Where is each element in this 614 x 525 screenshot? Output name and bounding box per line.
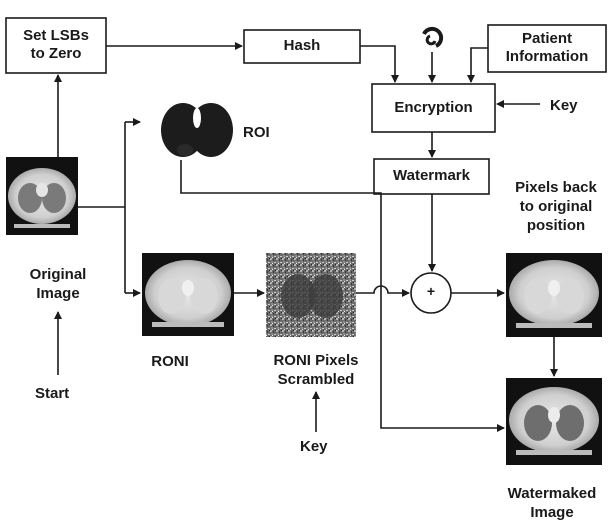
hash-box [243, 29, 361, 64]
roni-label: RONI [151, 353, 189, 370]
roi-label: ROI [243, 124, 270, 141]
arrow-roi-to-watermarked [180, 160, 505, 432]
arrow-patient-to-encryption [467, 47, 488, 83]
patient-info-label-line2: Information [505, 48, 589, 65]
crypto-symbol-icon [422, 26, 444, 48]
encryption-box [371, 83, 496, 133]
set-lsbs-label: Set LSBs to Zero [6, 27, 106, 63]
roi-image [161, 103, 233, 157]
roni-scrambled-label: RONI Pixels Scrambled [256, 351, 376, 389]
arrow-scrambled-to-combiner [356, 285, 410, 297]
original-image-label-line2: Image [36, 285, 80, 302]
combiner-symbol: + [426, 283, 436, 299]
start-label: Start [35, 385, 70, 402]
roni-scrambled-image [266, 253, 356, 337]
encryption-label: Encryption [394, 99, 473, 116]
pixels-back-label-line3: position [526, 217, 586, 234]
pixels-back-label-line1: Pixels back [515, 179, 597, 196]
patient-info-label: Patient Information [488, 30, 606, 66]
arrow-hash-to-encryption [360, 45, 399, 83]
roni-image [142, 253, 234, 336]
roni-scrambled-label-line1: RONI Pixels [273, 352, 359, 369]
pixels-back-label: Pixels back to original position [498, 178, 614, 235]
watermarked-label-line2: Image [530, 504, 574, 521]
pixels-back-label-line2: to original [519, 198, 593, 215]
hash-label: Hash [283, 37, 321, 54]
original-image-label: Original Image [6, 265, 110, 303]
original-image-label-line1: Original [29, 266, 87, 283]
key-label-bottom: Key [300, 438, 328, 455]
roni-scrambled-label-line2: Scrambled [277, 371, 355, 388]
pixels-back-image [506, 253, 602, 337]
patient-info-label-line1: Patient [521, 30, 572, 47]
set-lsbs-box [5, 17, 107, 74]
key-label-top: Key [550, 97, 578, 114]
watermark-label: Watermark [393, 167, 470, 184]
set-lsbs-label-line2: to Zero [30, 45, 82, 62]
watermarked-label: Watermaked Image [494, 484, 610, 522]
set-lsbs-label-line1: Set LSBs [23, 27, 89, 44]
watermarked-image [506, 378, 602, 465]
original-image [6, 157, 78, 235]
patient-info-box [487, 24, 607, 73]
watermarked-label-line1: Watermaked [507, 485, 597, 502]
